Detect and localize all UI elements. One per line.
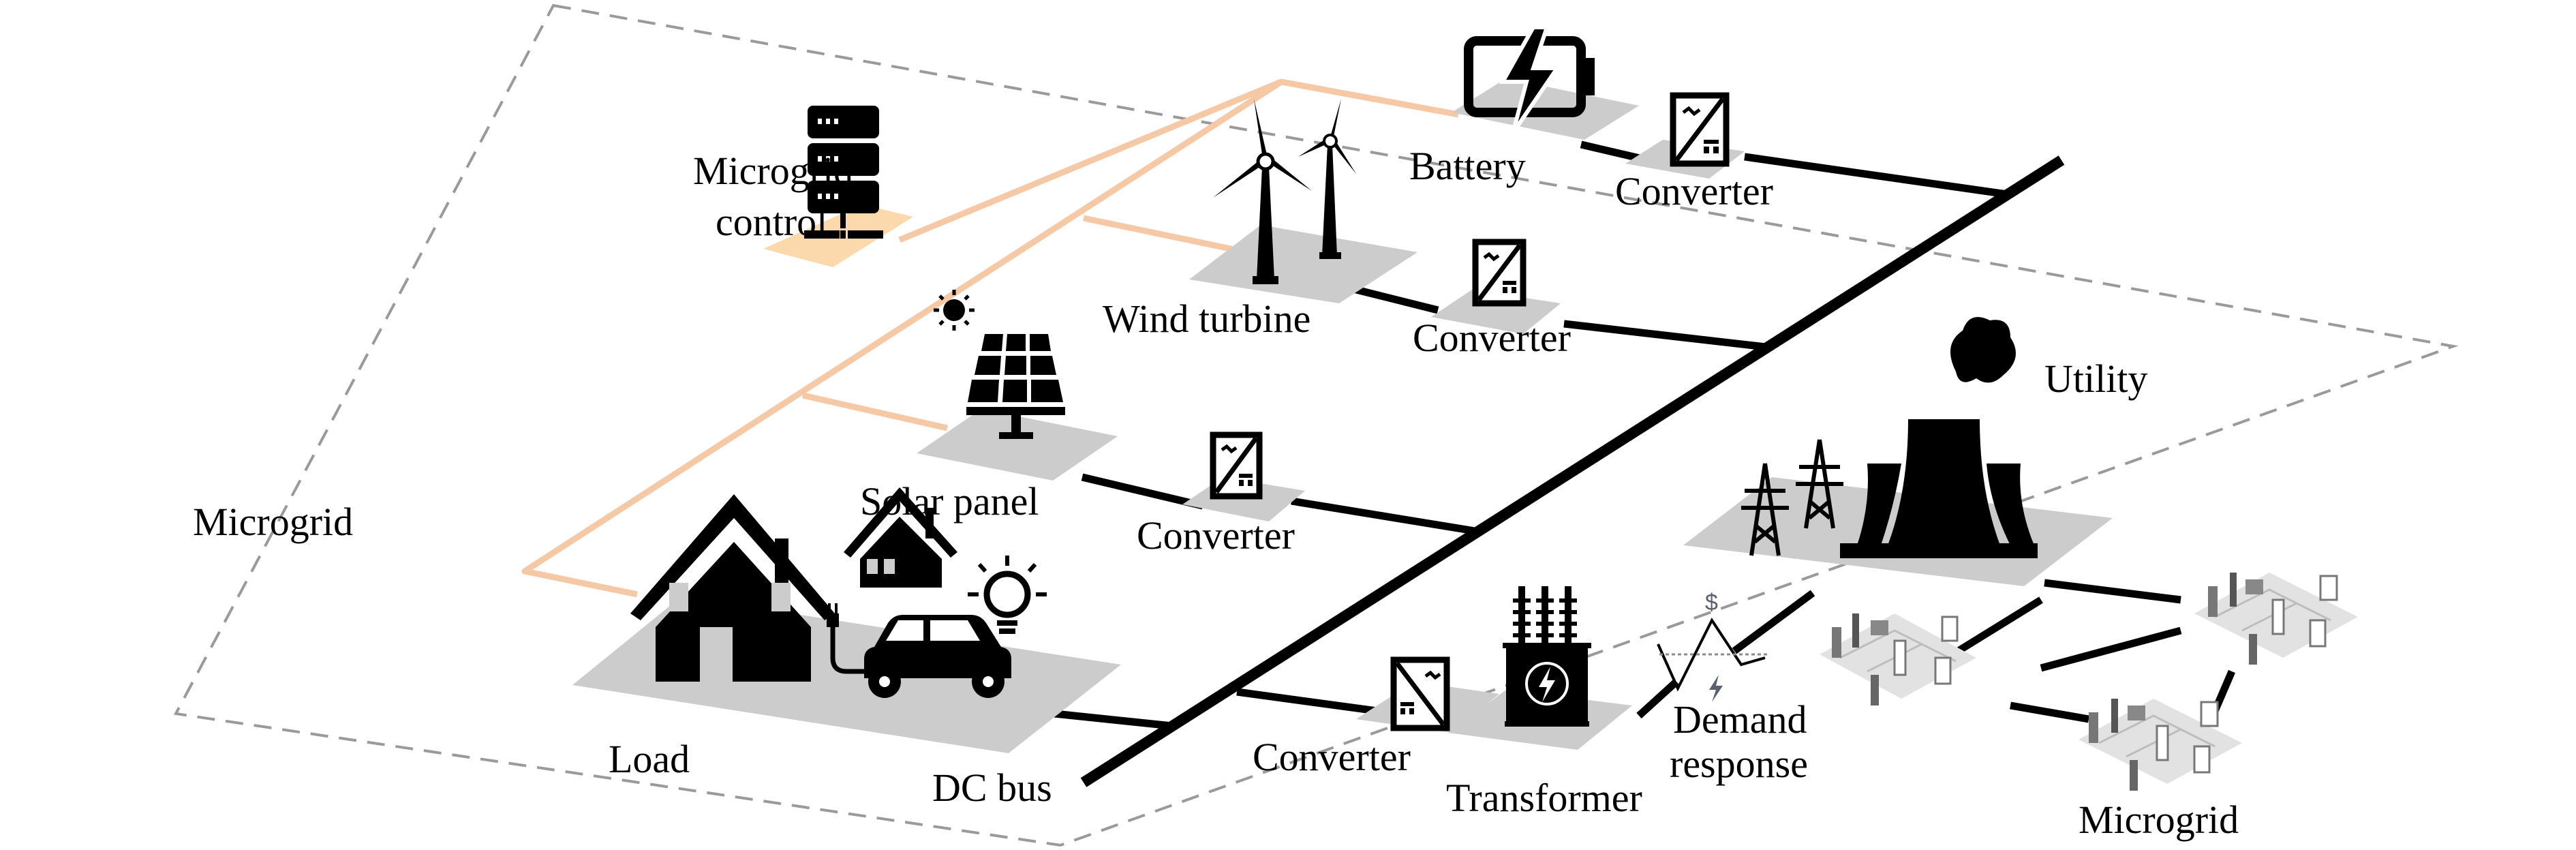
converter-solar: Converter bbox=[1137, 431, 1305, 558]
dc-ac-converter-icon bbox=[1390, 656, 1450, 731]
transformer: Transformer bbox=[1446, 586, 1642, 820]
demand-response-label-line1: Demand bbox=[1673, 697, 1807, 742]
microgrid-node bbox=[2079, 699, 2242, 791]
converter-battery: Converter bbox=[1615, 92, 1773, 213]
transmission-tower-icon bbox=[1741, 439, 1843, 556]
house-icon bbox=[630, 494, 835, 683]
dc-bus-label: DC bus bbox=[932, 765, 1052, 810]
power-plant-icon bbox=[1840, 317, 2038, 558]
microgrid-control-label-line2: control bbox=[716, 200, 827, 244]
converter-battery-label: Converter bbox=[1615, 169, 1773, 213]
microgrid-node bbox=[2194, 573, 2358, 665]
converter-grid-label: Converter bbox=[1253, 735, 1411, 779]
dc-ac-converter-icon bbox=[1472, 239, 1527, 307]
battery-label: Battery bbox=[1409, 144, 1526, 188]
transformer-icon bbox=[1503, 586, 1591, 727]
load: Load bbox=[572, 487, 1121, 781]
battery: Battery bbox=[1409, 25, 1639, 188]
microgrid-node bbox=[1820, 613, 1976, 705]
battery-charging-icon bbox=[1464, 25, 1595, 134]
dc-bus-line bbox=[1080, 155, 2065, 787]
dc-ac-converter-icon bbox=[1670, 92, 1730, 167]
dc-ac-converter-icon bbox=[1210, 431, 1263, 500]
small-house-icon bbox=[844, 487, 957, 588]
converter-solar-label: Converter bbox=[1137, 513, 1295, 558]
transformer-label: Transformer bbox=[1446, 776, 1642, 820]
microgrid-control-label-line1: Microgrid bbox=[693, 149, 853, 193]
demand-response: $ Demand response bbox=[1657, 590, 1808, 786]
microgrid-cluster-icon bbox=[1820, 573, 2358, 791]
control-network bbox=[521, 78, 1459, 598]
server-rack-icon bbox=[804, 106, 883, 239]
electric-car-icon bbox=[827, 603, 1011, 698]
light-bulb-icon bbox=[968, 556, 1047, 634]
utility: Utility bbox=[1683, 317, 2147, 586]
converter-wind-label: Converter bbox=[1413, 316, 1571, 360]
load-label: Load bbox=[609, 737, 690, 781]
demand-response-label-line2: response bbox=[1670, 742, 1808, 786]
wind-turbine-label: Wind turbine bbox=[1103, 297, 1310, 341]
sun-icon bbox=[934, 290, 975, 331]
converter-grid: Converter bbox=[1253, 656, 1499, 779]
solar-panel: Solar panel bbox=[860, 290, 1118, 523]
wind-turbine-icon bbox=[1213, 99, 1356, 284]
networked-microgrids: Microgrid bbox=[1820, 573, 2358, 842]
microgrid-boundary bbox=[173, 3, 2459, 847]
solar-panel-label: Solar panel bbox=[860, 479, 1039, 523]
wind-turbine: Wind turbine bbox=[1103, 99, 1417, 341]
converter-wind: Converter bbox=[1413, 239, 1571, 360]
demand-response-icon: $ bbox=[1657, 590, 1768, 702]
microgrid-control: Microgrid control bbox=[693, 106, 913, 267]
networked-microgrid-label: Microgrid bbox=[2079, 798, 2239, 842]
utility-label: Utility bbox=[2044, 356, 2147, 401]
solar-panel-icon bbox=[966, 334, 1065, 439]
microgrid-boundary-label: Microgrid bbox=[193, 500, 353, 544]
dollar-sign: $ bbox=[1705, 590, 1718, 616]
